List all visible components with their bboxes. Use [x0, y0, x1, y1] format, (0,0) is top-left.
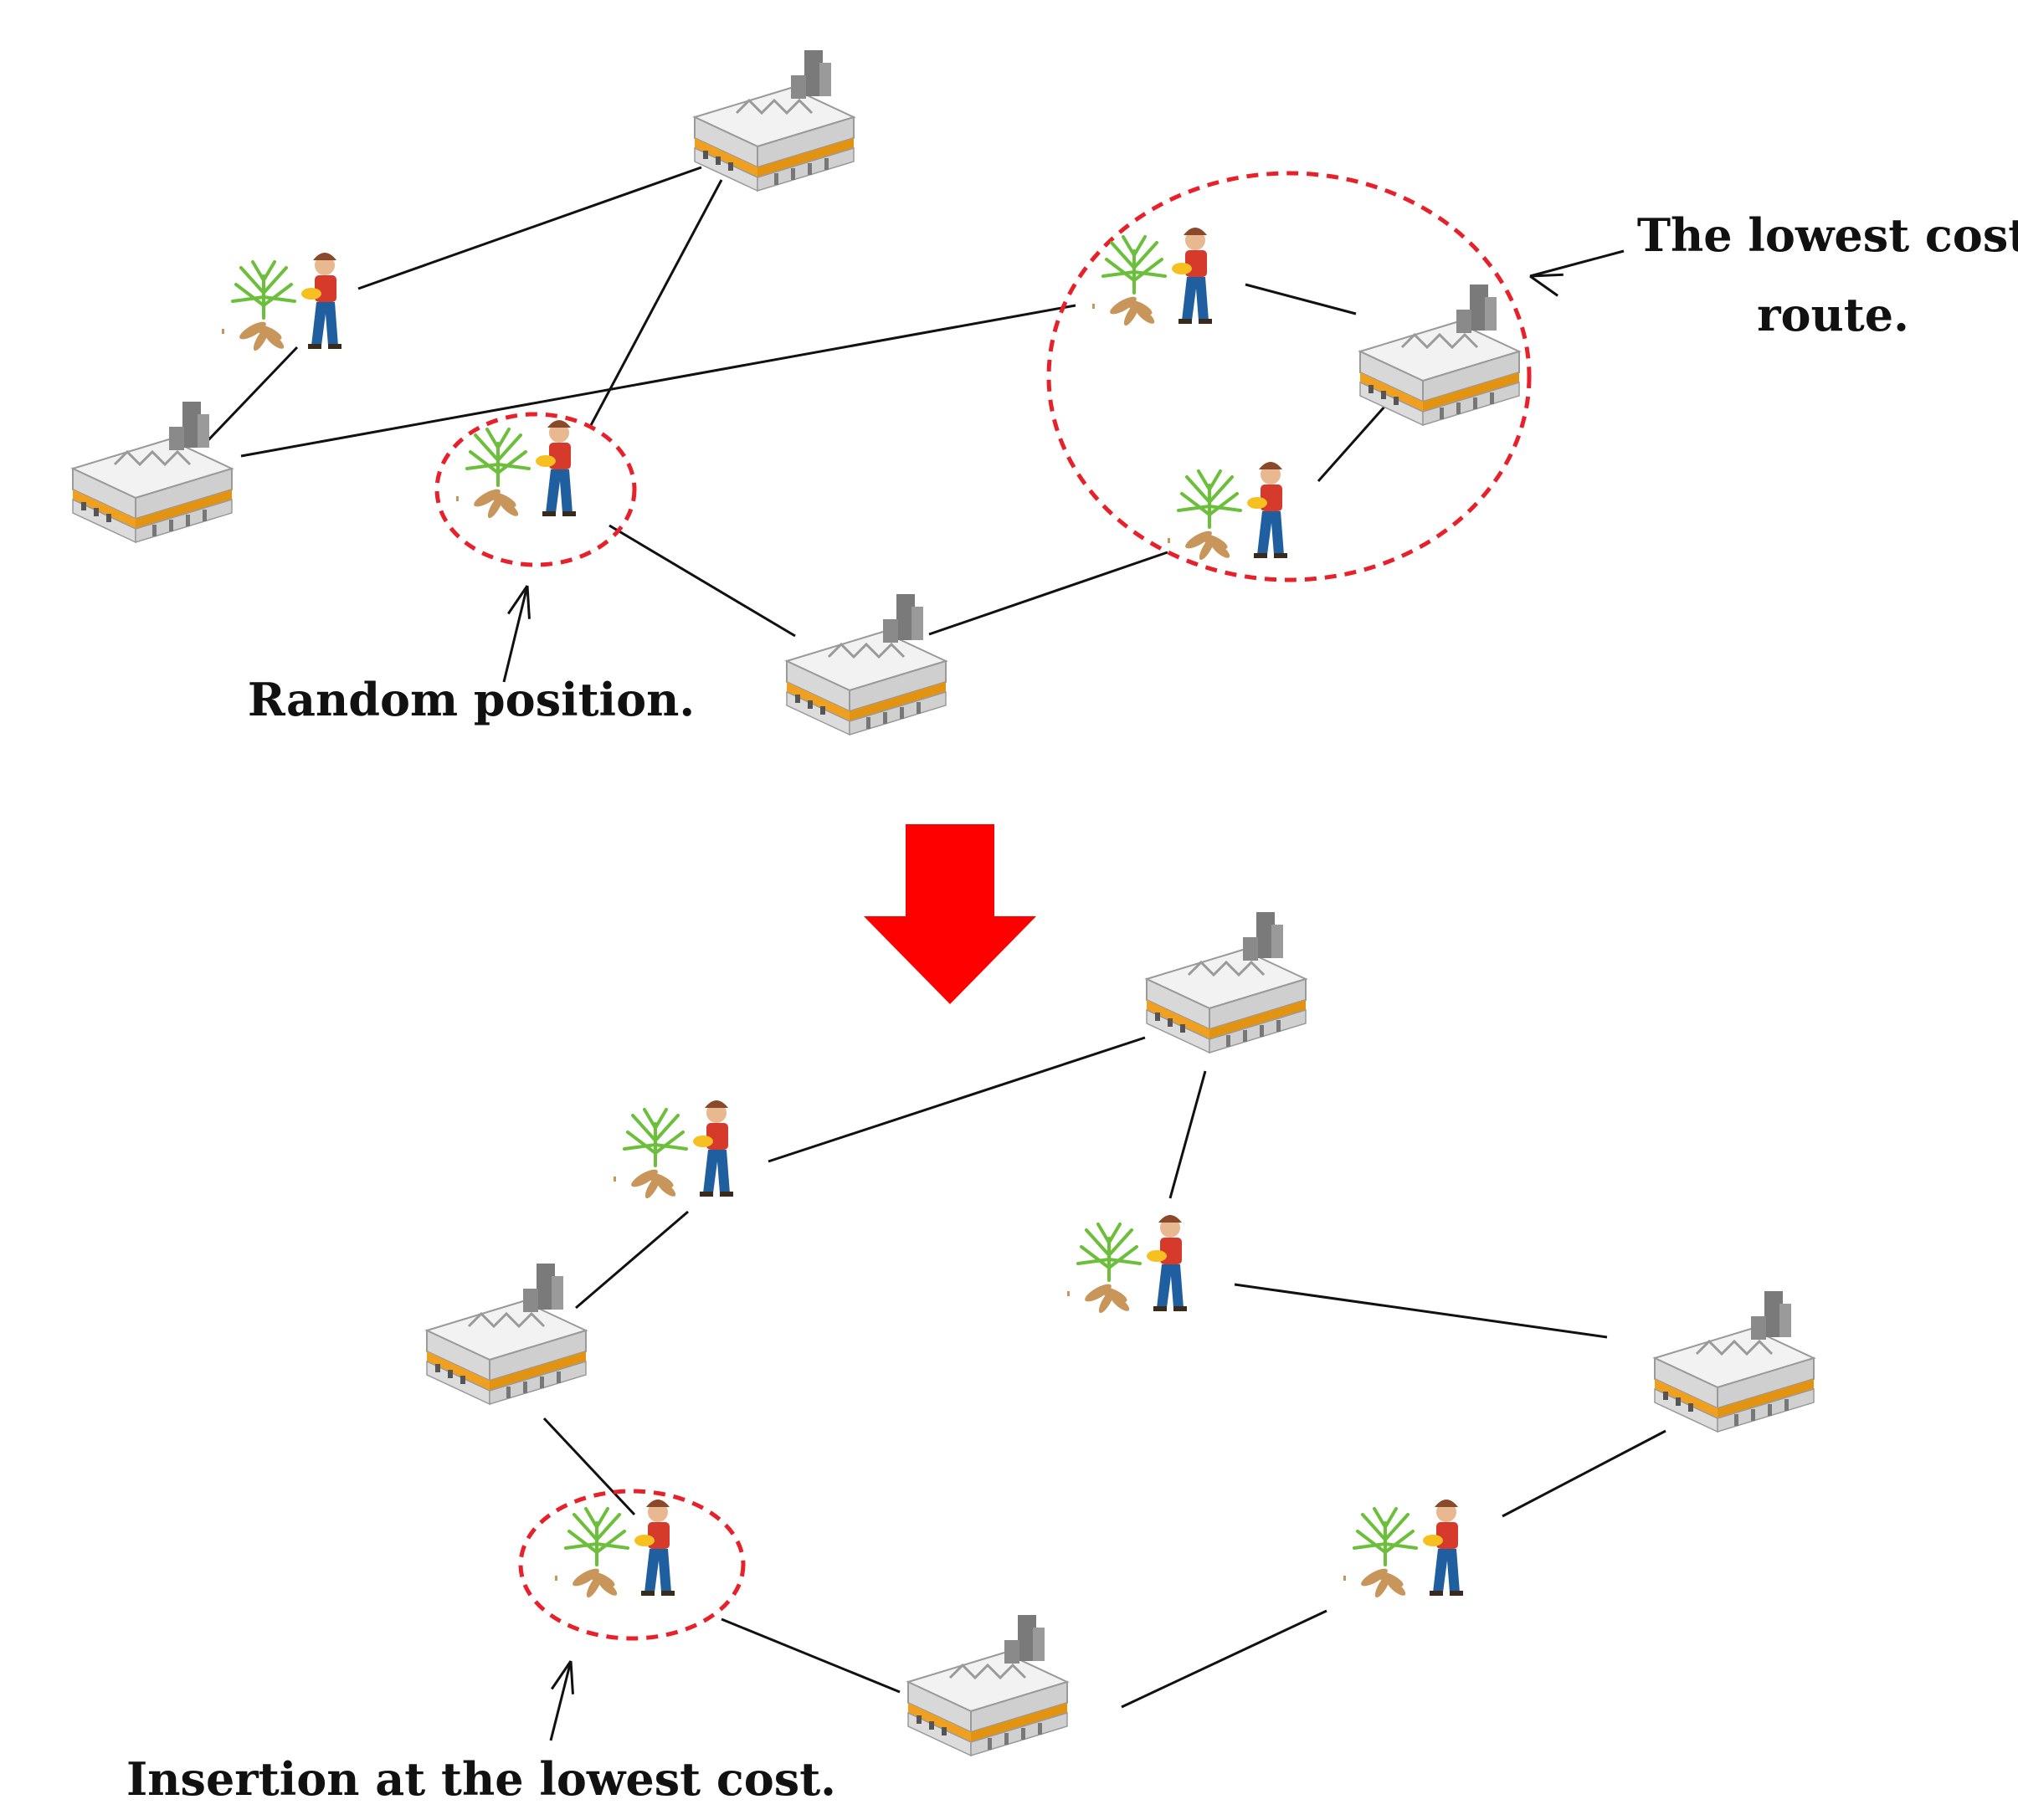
route-edge	[768, 1036, 1146, 1163]
route-edge	[542, 1417, 636, 1516]
route-edge	[1317, 405, 1387, 482]
factory-icon	[785, 592, 947, 736]
farmer-with-cassava-icon	[612, 1099, 735, 1202]
farmer-with-cassava-icon	[553, 1498, 676, 1602]
factory-icon	[693, 49, 855, 192]
route-lines-top	[203, 166, 1387, 638]
route-edge	[928, 551, 1168, 636]
route-edge	[721, 1617, 901, 1694]
bottom-panel: Insertion at the lowest cost.	[126, 910, 1815, 1806]
lowest-cost-route-highlight	[1046, 171, 1532, 582]
factory-icon	[906, 1613, 1069, 1757]
route-edge	[1245, 283, 1357, 315]
route-edge	[1234, 1283, 1608, 1339]
route-edge	[588, 179, 723, 428]
insertion-highlight	[518, 1489, 746, 1641]
insertion-label: Insertion at the lowest cost.	[126, 1752, 836, 1806]
down-arrow-icon	[864, 824, 1036, 1004]
random-position-pointer	[502, 582, 539, 683]
route-edge	[1121, 1609, 1327, 1709]
farmer-with-cassava-icon	[220, 251, 343, 355]
factory-icon	[1358, 283, 1521, 427]
route-edge	[575, 1210, 689, 1310]
route-edge	[203, 346, 299, 445]
farmer-with-cassava-icon	[1091, 226, 1214, 330]
route-edge	[1502, 1429, 1666, 1518]
lowest-cost-route-label-line2: route.	[1757, 288, 1909, 341]
random-position-label: Random position.	[248, 673, 695, 726]
lowest-cost-route-pointer	[1525, 249, 1625, 297]
route-edge	[240, 304, 1076, 458]
farmer-with-cassava-icon	[1065, 1213, 1189, 1317]
factory-icon	[71, 400, 234, 544]
random-position-highlight	[434, 412, 637, 567]
top-panel: The lowest cost route. Random position.	[71, 49, 2018, 736]
factory-icon	[425, 1262, 588, 1406]
route-edge	[357, 166, 702, 290]
factory-icon	[1145, 910, 1307, 1054]
route-edge	[608, 524, 796, 638]
factory-icon	[1653, 1289, 1815, 1433]
farmer-with-cassava-icon	[1342, 1498, 1465, 1602]
farmer-with-cassava-icon	[454, 418, 578, 522]
insertion-pointer	[549, 1657, 583, 1741]
lowest-cost-route-label: The lowest cost	[1637, 208, 2018, 262]
route-edge	[1168, 1070, 1207, 1199]
farmer-with-cassava-icon	[1166, 460, 1289, 564]
route-lines-bottom	[542, 1036, 1666, 1709]
